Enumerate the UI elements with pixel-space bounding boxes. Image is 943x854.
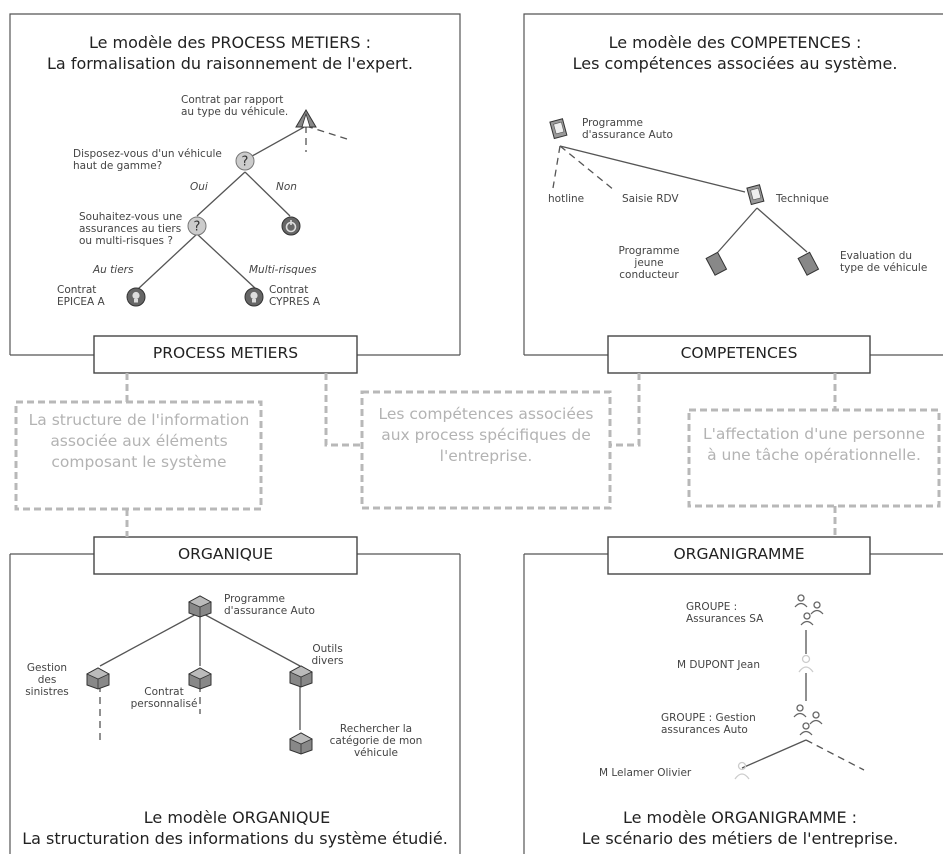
package-icon xyxy=(86,667,110,690)
bulb-icon xyxy=(126,287,146,307)
competence-evaluation: Evaluation du type de véhicule xyxy=(840,250,928,275)
organique-root: Programme d'assurance Auto xyxy=(224,593,315,618)
organigramme-groupe-assurances-sa: GROUPE : Assurances SA xyxy=(686,601,764,626)
branch-au-tiers: Au tiers xyxy=(93,264,134,276)
organique-label-box xyxy=(93,536,358,575)
process-metiers-label: PROCESS METIERS xyxy=(152,344,299,362)
package-icon xyxy=(289,665,313,688)
organigramme-lelamer: M Lelamer Olivier xyxy=(599,767,692,779)
book-icon xyxy=(549,118,568,140)
process-title-1: Le modèle des PROCESS METIERS : xyxy=(88,33,372,52)
competences-label-box xyxy=(607,335,871,374)
question-icon: ? xyxy=(187,216,207,236)
organigramme-dupont: M DUPONT Jean xyxy=(677,659,761,671)
process-title-2: La formalisation du raisonnement de l'ex… xyxy=(47,54,413,73)
note-icon xyxy=(797,251,820,276)
book-icon xyxy=(746,184,765,206)
process-node-contrat: Contrat par rapport au type du véhicule. xyxy=(181,94,289,119)
people-group-icon xyxy=(794,594,824,626)
organigramme-title-1: Le modèle ORGANIGRAMME : xyxy=(622,808,858,827)
tent-icon xyxy=(295,109,317,128)
competences-title-2: Les compétences associées au système. xyxy=(572,54,898,73)
people-group-icon xyxy=(793,704,823,736)
affectation-text: L'affectation d'une personne à une tâche… xyxy=(702,425,926,464)
branch-multi-risques: Multi-risques xyxy=(249,264,317,276)
contrat-cypres: Contrat CYPRES A xyxy=(269,284,321,309)
svg-text:?: ? xyxy=(242,155,249,170)
organique-contrat: Contrat personnalisé xyxy=(130,686,198,711)
organigramme-label: ORGANIGRAMME xyxy=(673,545,805,563)
process-label-box xyxy=(93,335,358,374)
competences-process-text: Les compétences associées aux process sp… xyxy=(378,405,594,465)
competence-programme-jeune: Programme jeune conducteur xyxy=(618,245,680,282)
organigramme-groupe-gestion: GROUPE : Gestion assurances Auto xyxy=(661,712,756,737)
organique-gestion-sinistres: Gestion des sinistres xyxy=(25,662,69,699)
note-icon xyxy=(705,251,728,276)
organique-title-2: La structuration des informations du sys… xyxy=(22,829,448,848)
competences-process-dashed-box xyxy=(360,390,612,510)
process-question-1: Disposez-vous d'un véhicule haut de gamm… xyxy=(73,148,222,173)
affectation-dashed-box xyxy=(687,408,941,508)
organique-label: ORGANIQUE xyxy=(177,545,274,563)
organique-rechercher: Rechercher la catégorie de mon véhicule xyxy=(329,723,423,760)
process-panel-border xyxy=(9,13,461,355)
end-icon xyxy=(281,216,301,236)
package-icon xyxy=(188,595,212,618)
process-question-2: Souhaitez-vous une assurances au tiers o… xyxy=(79,211,183,248)
competences-title-1: Le modèle des COMPETENCES : xyxy=(608,33,862,52)
package-icon xyxy=(188,667,212,690)
bulb-icon xyxy=(244,287,264,307)
branch-oui: Oui xyxy=(190,181,208,193)
person-icon xyxy=(798,654,814,673)
structure-text: La structure de l'information associée a… xyxy=(28,411,250,471)
competences-label: COMPETENCES xyxy=(680,344,798,362)
organique-outils: Outils divers xyxy=(311,643,344,668)
contrat-epicea: Contrat EPICEA A xyxy=(57,284,105,309)
branch-non: Non xyxy=(276,181,297,193)
competences-panel-border xyxy=(523,13,943,355)
package-icon xyxy=(289,732,313,755)
competence-saisie-rdv: Saisie RDV xyxy=(622,193,679,205)
structure-dashed-box xyxy=(14,400,263,511)
person-icon xyxy=(734,761,750,780)
organique-title-1: Le modèle ORGANIQUE xyxy=(143,808,331,827)
competences-root: Programme d'assurance Auto xyxy=(582,117,673,142)
organigramme-title-2: Le scénario des métiers de l'entreprise. xyxy=(581,829,899,848)
svg-text:?: ? xyxy=(194,220,201,235)
organigramme-label-box xyxy=(607,536,871,575)
question-icon: ? xyxy=(235,151,255,171)
competence-hotline: hotline xyxy=(548,193,585,205)
competence-technique: Technique xyxy=(776,193,829,205)
